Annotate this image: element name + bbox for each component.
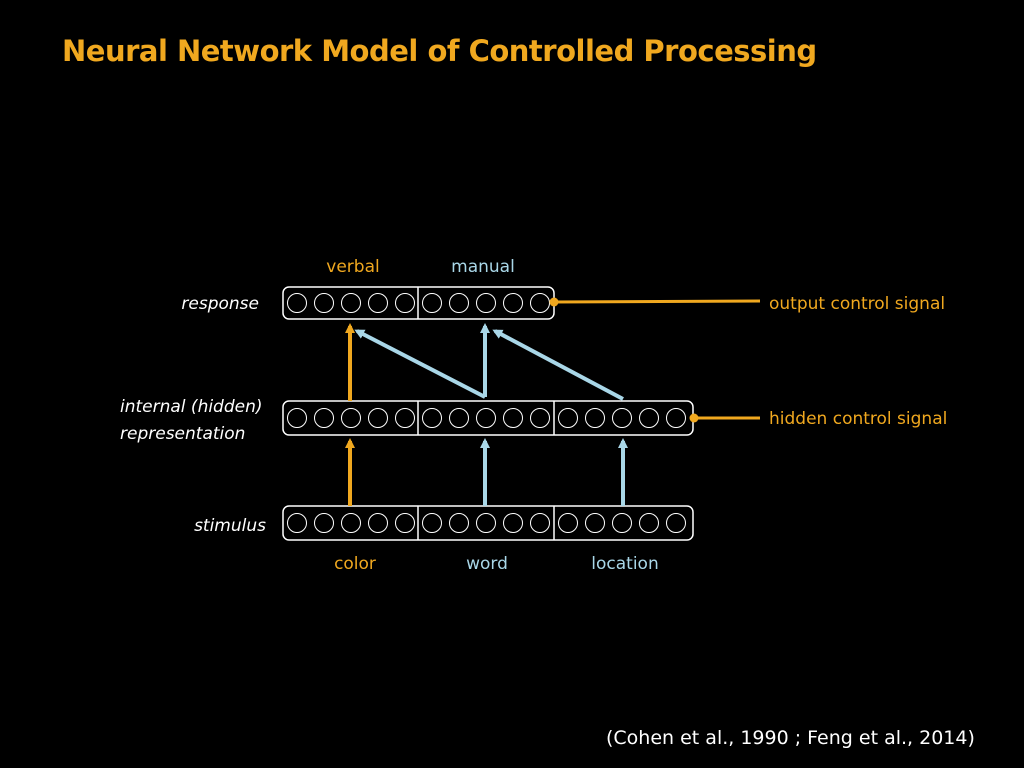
hidden-unit	[558, 408, 578, 428]
stimulus-unit	[612, 513, 632, 533]
response-unit	[422, 293, 442, 313]
stimulus-unit	[503, 513, 523, 533]
location-group-label: location	[591, 554, 658, 574]
hidden-unit	[368, 408, 388, 428]
stimulus-unit	[530, 513, 550, 533]
hidden-unit	[449, 408, 469, 428]
stimulus-units	[287, 513, 686, 533]
hidden-units	[287, 408, 686, 428]
hidden-unit	[422, 408, 442, 428]
word-hidden-to-verbal-arrow	[354, 329, 486, 399]
response-unit	[368, 293, 388, 313]
hidden-unit	[585, 408, 605, 428]
hidden-layer-label-line2: representation	[120, 424, 245, 444]
response-layer	[282, 286, 555, 320]
stimulus-layer-box	[282, 505, 694, 541]
hidden-unit	[530, 408, 550, 428]
response-unit	[449, 293, 469, 313]
hidden-layer-label-line1: internal (hidden)	[120, 397, 263, 417]
response-unit	[476, 293, 496, 313]
response-unit	[395, 293, 415, 313]
stimulus-unit	[585, 513, 605, 533]
output-control-node	[549, 297, 559, 307]
stimulus-unit	[558, 513, 578, 533]
response-units	[287, 293, 550, 313]
manual-group-label: manual	[451, 257, 515, 277]
hidden-unit	[503, 408, 523, 428]
response-unit	[530, 293, 550, 313]
slide-title: Neural Network Model of Controlled Proce…	[62, 34, 817, 68]
stimulus-layer-label: stimulus	[194, 516, 266, 536]
stimulus-unit	[368, 513, 388, 533]
stimulus-unit	[287, 513, 307, 533]
hidden-unit	[666, 408, 686, 428]
output-control-signal-label: output control signal	[769, 294, 945, 314]
citation: (Cohen et al., 1990 ; Feng et al., 2014)	[606, 727, 975, 749]
hidden-control-signal-label: hidden control signal	[769, 409, 947, 429]
hidden-unit	[612, 408, 632, 428]
color-group-label: color	[334, 554, 376, 574]
location-hidden-to-manual-arrow	[492, 329, 624, 401]
output-control-line	[553, 299, 761, 304]
hidden-unit	[395, 408, 415, 428]
stimulus-unit	[395, 513, 415, 533]
verbal-group-label: verbal	[326, 257, 379, 277]
hidden-layer	[282, 400, 694, 436]
stimulus-unit	[422, 513, 442, 533]
stimulus-unit	[449, 513, 469, 533]
stimulus-unit	[314, 513, 334, 533]
stimulus-unit	[639, 513, 659, 533]
response-layer-label: response	[181, 294, 259, 314]
hidden-unit	[314, 408, 334, 428]
hidden-unit	[476, 408, 496, 428]
stimulus-unit	[666, 513, 686, 533]
response-unit	[287, 293, 307, 313]
response-unit	[314, 293, 334, 313]
hidden-control-node	[689, 413, 699, 423]
response-unit	[503, 293, 523, 313]
hidden-unit	[639, 408, 659, 428]
stimulus-unit	[341, 513, 361, 533]
hidden-unit	[287, 408, 307, 428]
word-group-label: word	[466, 554, 508, 574]
response-unit	[341, 293, 361, 313]
hidden-unit	[341, 408, 361, 428]
stimulus-layer	[282, 505, 694, 541]
stimulus-unit	[476, 513, 496, 533]
